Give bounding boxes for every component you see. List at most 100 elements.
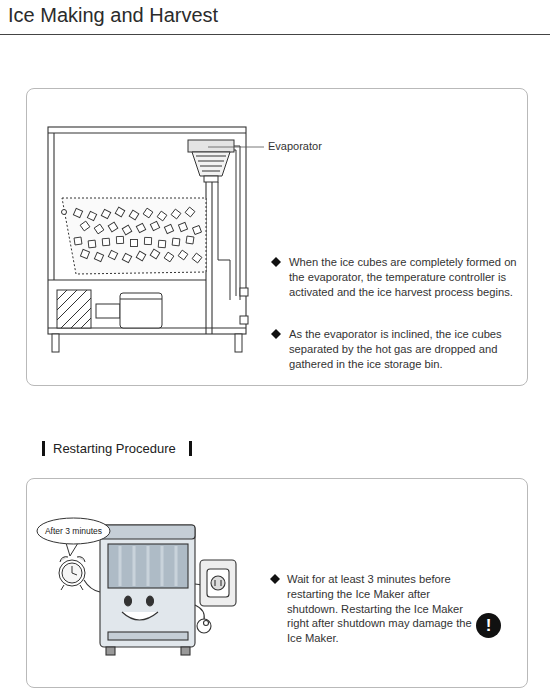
title-rule xyxy=(0,34,550,35)
ice-cube xyxy=(164,252,174,262)
ice-maker-character xyxy=(84,580,100,592)
content-panel: Wait for at least 3 minutes before resta… xyxy=(26,478,528,688)
storage-bin xyxy=(62,198,207,274)
refrigerant-pipes xyxy=(218,182,230,300)
ice-cube xyxy=(150,221,159,230)
warning-mark: ! xyxy=(476,613,501,638)
ice-cube xyxy=(178,222,187,231)
instruction-text: When the ice cubes are completely formed… xyxy=(289,255,527,299)
bubble-shape xyxy=(37,518,110,544)
condenser-symbol xyxy=(57,290,91,328)
ice-cube xyxy=(185,207,195,217)
ice-maker-cabinet xyxy=(48,127,246,334)
condenser-symbol xyxy=(57,290,91,328)
bullet-diamond xyxy=(271,329,281,339)
ice-maker-cabinet xyxy=(53,133,54,280)
alarm-clock xyxy=(61,585,64,590)
alarm-clock xyxy=(59,557,85,590)
part-label: Evaporator xyxy=(268,140,322,152)
warning-icon: ! xyxy=(476,613,501,638)
ice-cube xyxy=(74,237,82,245)
refrigerant-pipes xyxy=(240,288,248,296)
ice-maker-character xyxy=(122,612,158,620)
ice-cube xyxy=(143,208,153,218)
ice-cube xyxy=(122,225,132,235)
wall-outlet xyxy=(220,580,221,586)
evaporator-symbol xyxy=(196,156,226,157)
ice-cube xyxy=(171,209,181,219)
evaporator-symbol xyxy=(198,161,224,162)
compressor-symbol xyxy=(120,299,162,300)
ice-maker-cabinet xyxy=(48,279,206,280)
ice-cube xyxy=(172,238,180,246)
alarm-clock xyxy=(80,585,83,590)
wall-outlet xyxy=(214,580,215,586)
ice-cube xyxy=(87,211,96,220)
leader-line xyxy=(208,147,264,148)
cabinet-legs xyxy=(235,334,242,352)
refrigerant-pipes xyxy=(218,146,248,324)
evaporator-symbol xyxy=(202,171,220,172)
bubble-text: After 3 minutes xyxy=(36,517,111,545)
wall-outlet xyxy=(211,576,225,590)
ice-maker-character xyxy=(100,525,195,539)
heading-bar xyxy=(189,441,192,456)
evaporator-symbol xyxy=(188,140,234,152)
bubble-tail xyxy=(66,543,78,556)
refrigerant-pipes xyxy=(234,146,240,300)
ice-cube xyxy=(108,250,117,259)
ice-cube xyxy=(157,211,167,221)
ice-cube xyxy=(136,223,145,232)
ice-cube xyxy=(178,250,188,260)
ice-cube xyxy=(94,252,103,261)
ice-cube xyxy=(80,221,90,231)
evaporator-symbol xyxy=(200,166,222,167)
cabinet-legs xyxy=(52,334,59,352)
compressor-symbol xyxy=(96,293,162,328)
bullet-diamond xyxy=(271,257,281,267)
ice-cube xyxy=(150,249,160,259)
ice-cube xyxy=(115,207,125,217)
ice-maker-character xyxy=(106,647,115,655)
heading-bar xyxy=(42,441,45,456)
ice-cube xyxy=(101,209,110,218)
ice-cube xyxy=(102,238,109,245)
compressor-symbol xyxy=(120,293,162,328)
instruction-text: As the evaporator is inclined, the ice c… xyxy=(289,327,527,371)
ice-maker-cabinet xyxy=(211,180,212,334)
evaporator-symbol xyxy=(188,140,234,182)
storage-bin xyxy=(62,210,67,215)
ice-cube xyxy=(136,251,146,261)
alarm-clock xyxy=(72,566,73,573)
alarm-clock xyxy=(62,563,82,583)
ice-cube xyxy=(158,240,165,247)
alarm-clock xyxy=(59,560,85,586)
ice-maker-character xyxy=(84,525,214,655)
speech-bubble: After 3 minutes xyxy=(36,517,111,545)
bullet-diamond xyxy=(270,257,281,584)
ice-cube xyxy=(73,208,82,217)
ice-maker-character xyxy=(120,546,176,586)
ice-cube xyxy=(131,240,138,247)
ice-cube xyxy=(192,253,202,263)
ice-cube xyxy=(144,237,151,244)
ice-cube xyxy=(80,249,89,258)
heading-bar xyxy=(42,441,192,456)
ice-maker-cabinet xyxy=(48,132,246,133)
ice-cube xyxy=(88,240,96,248)
ice-cube xyxy=(164,224,173,233)
condenser-symbol xyxy=(57,290,91,328)
wall-outlet xyxy=(200,560,236,606)
ice-maker-character xyxy=(108,632,188,640)
ice-maker-character xyxy=(147,596,154,606)
ice-cube xyxy=(94,224,104,234)
ice-maker-character xyxy=(125,596,132,606)
content-panel: When the ice cubes are completely formed… xyxy=(26,88,528,386)
ice-cube xyxy=(122,253,131,262)
page-title: Ice Making and Harvest xyxy=(8,4,218,27)
cabinet-legs xyxy=(52,334,242,352)
ice-maker-character xyxy=(181,647,190,655)
storage-bin xyxy=(62,198,206,274)
ice-maker-character xyxy=(108,544,188,588)
